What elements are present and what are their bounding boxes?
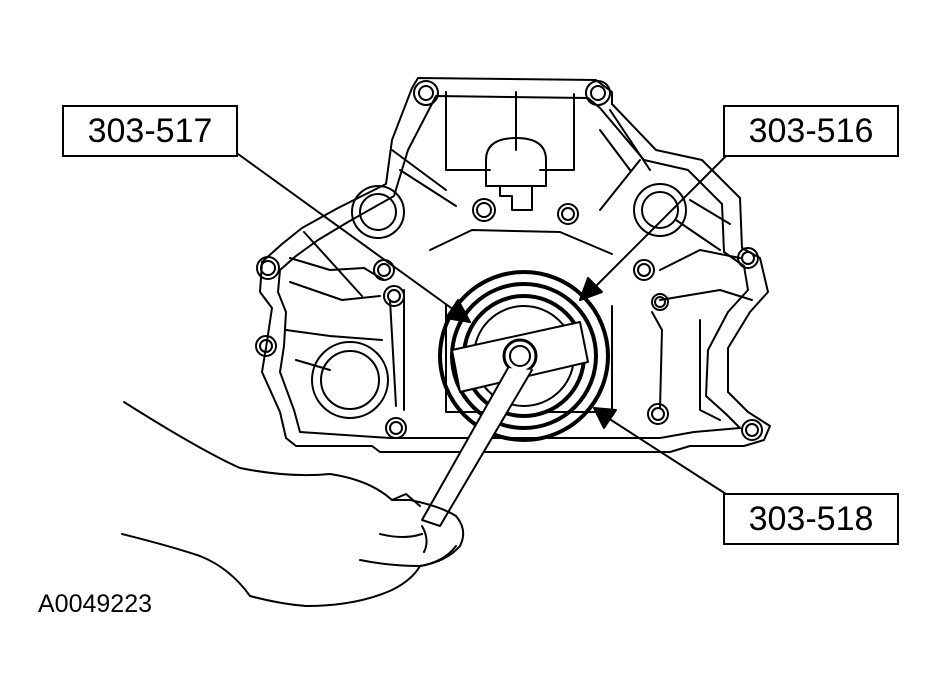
callout-label-303-517: 303-517 (62, 105, 238, 157)
rib (391, 109, 731, 251)
bore-right-upper (633, 183, 687, 237)
handle-shaft (421, 367, 533, 527)
cover-plate-inner-edge (277, 95, 749, 439)
installer-bolt-center (509, 345, 531, 367)
figure-id: A0049223 (38, 590, 153, 618)
top-boss (485, 137, 547, 187)
rib (699, 319, 721, 421)
hand-outline (123, 401, 465, 607)
bore-left-lower (311, 341, 389, 419)
arrowheads (445, 277, 617, 429)
bore-right-upper-inner (641, 191, 679, 229)
rib (651, 249, 753, 409)
hand-lower-edge (121, 533, 251, 597)
bore-left-upper-inner (359, 193, 397, 231)
fingers (359, 545, 457, 567)
bore-left-upper (351, 185, 405, 239)
bolt-holes (255, 80, 763, 441)
leader-lines (237, 153, 729, 495)
callout-label-303-516: 303-516 (723, 105, 899, 157)
rib (389, 229, 613, 411)
cover-plate-outline (259, 77, 771, 453)
top-boss-notch (499, 185, 533, 211)
top-rib (445, 91, 575, 171)
seal-outer-ring (438, 270, 610, 442)
callout-label-303-518: 303-518 (723, 493, 899, 545)
rib (285, 329, 383, 371)
seal-ring (450, 282, 598, 430)
rib (289, 231, 385, 301)
bore-left-lower-inner (320, 350, 380, 410)
thumb (379, 493, 428, 553)
